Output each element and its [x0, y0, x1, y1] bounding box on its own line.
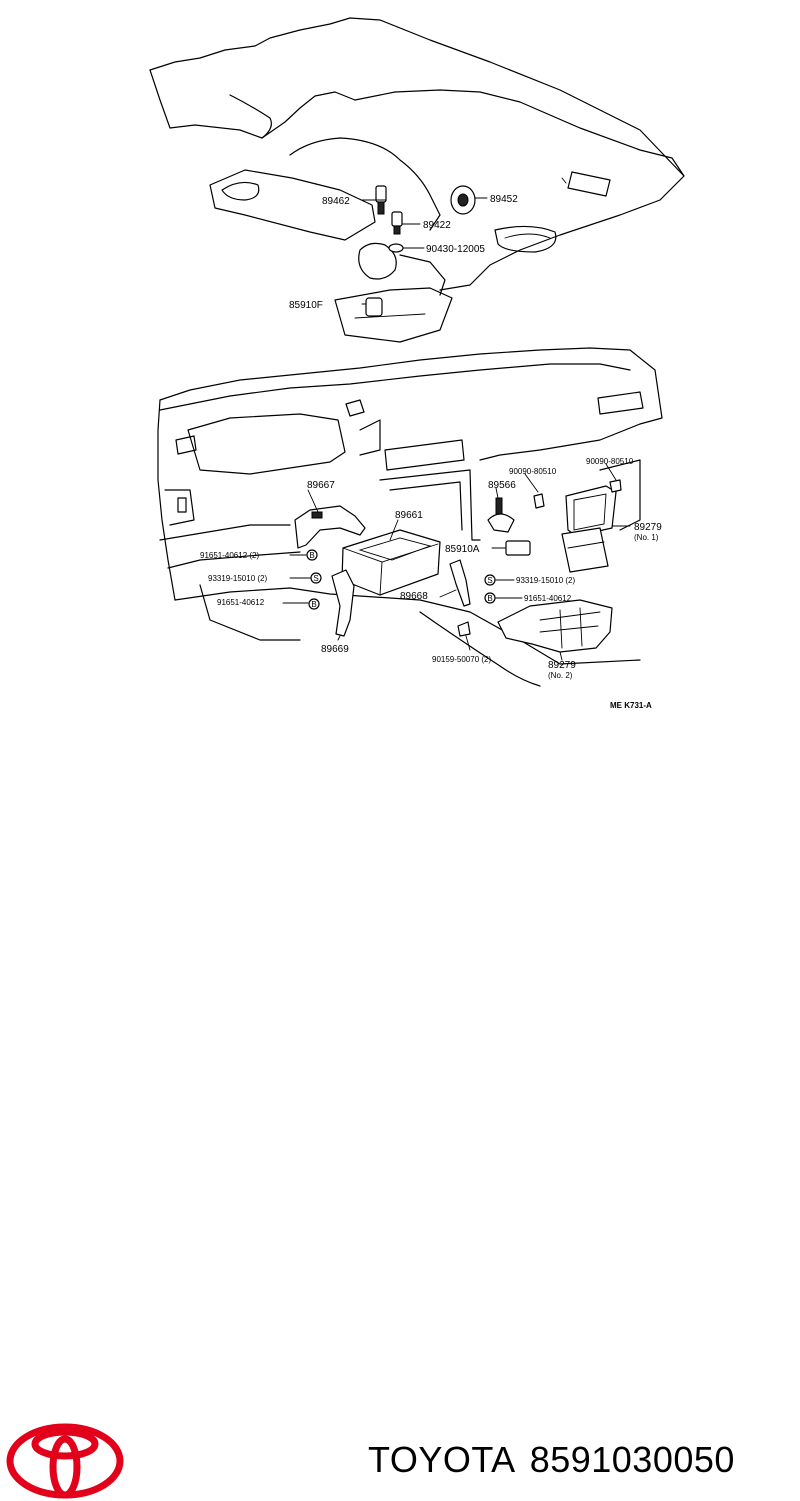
part-labels: 89462 89452 89422 90430-12005 85910F 900…: [200, 194, 662, 710]
bracket-89667: [294, 505, 366, 549]
b-symbol: B: [487, 594, 492, 603]
engine-bay-drawing: [149, 17, 685, 343]
label-89279-no2: 89279: [548, 660, 576, 671]
label-91651-40612-c: 91651-40612: [524, 594, 572, 603]
clamp-89566: [487, 513, 515, 533]
label-91651-40612-b: 91651-40612: [217, 598, 265, 607]
label-90090-80510-a: 90090-80510: [509, 467, 557, 476]
part-number: 8591030050: [529, 1439, 735, 1480]
sensor-89422: [391, 211, 403, 227]
b-symbol: B: [309, 551, 314, 560]
ecu-89279-no2: [497, 599, 613, 653]
b-symbol: B: [311, 600, 316, 609]
toyota-logo: [6, 1423, 124, 1499]
label-89462: 89462: [322, 196, 350, 207]
ecu-89279-no1: [565, 485, 617, 537]
label-89667: 89667: [307, 480, 335, 491]
label-91651-40612-2: 91651-40612 (2): [200, 551, 259, 560]
label-89661: 89661: [395, 510, 423, 521]
label-89669: 89669: [321, 644, 349, 655]
label-89422: 89422: [423, 220, 451, 231]
bracket-89669: [331, 569, 355, 637]
parts-diagram: B S B S B 89462 89452 89422 90430-12005 …: [149, 17, 685, 710]
label-89452: 89452: [490, 194, 518, 205]
dashboard-drawing: B S B S B: [157, 347, 663, 687]
label-85910F: 85910F: [289, 300, 323, 311]
label-89279-no1: 89279: [634, 522, 662, 533]
s-symbol: S: [487, 576, 492, 585]
brand-name: TOYOTA: [368, 1439, 516, 1480]
label-89279-no1-sub: (No. 1): [634, 533, 659, 542]
label-90090-80510-b: 90090-80510: [586, 457, 634, 466]
label-89279-no2-sub: (No. 2): [548, 671, 573, 680]
washer-90430: [388, 243, 404, 253]
s-symbol: S: [313, 574, 318, 583]
footer: TOYOTA 8591030050: [0, 700, 800, 1499]
label-89668: 89668: [400, 591, 428, 602]
sensor-85910F: [365, 297, 383, 317]
ecu-89661: [341, 529, 441, 596]
label-93319-15010-a: 93319-15010 (2): [208, 574, 267, 583]
label-90430-12005: 90430-12005: [426, 244, 485, 255]
brand-line: TOYOTA 8591030050: [368, 1438, 749, 1482]
label-90159-50070: 90159-50070 (2): [432, 655, 491, 664]
diagram-code: ME K731-A: [610, 701, 652, 710]
sensor-85910A: [505, 540, 531, 556]
bracket-89668: [449, 559, 471, 607]
label-89566: 89566: [488, 480, 516, 491]
label-93319-15010-b: 93319-15010 (2): [516, 576, 575, 585]
label-85910A: 85910A: [445, 544, 480, 555]
